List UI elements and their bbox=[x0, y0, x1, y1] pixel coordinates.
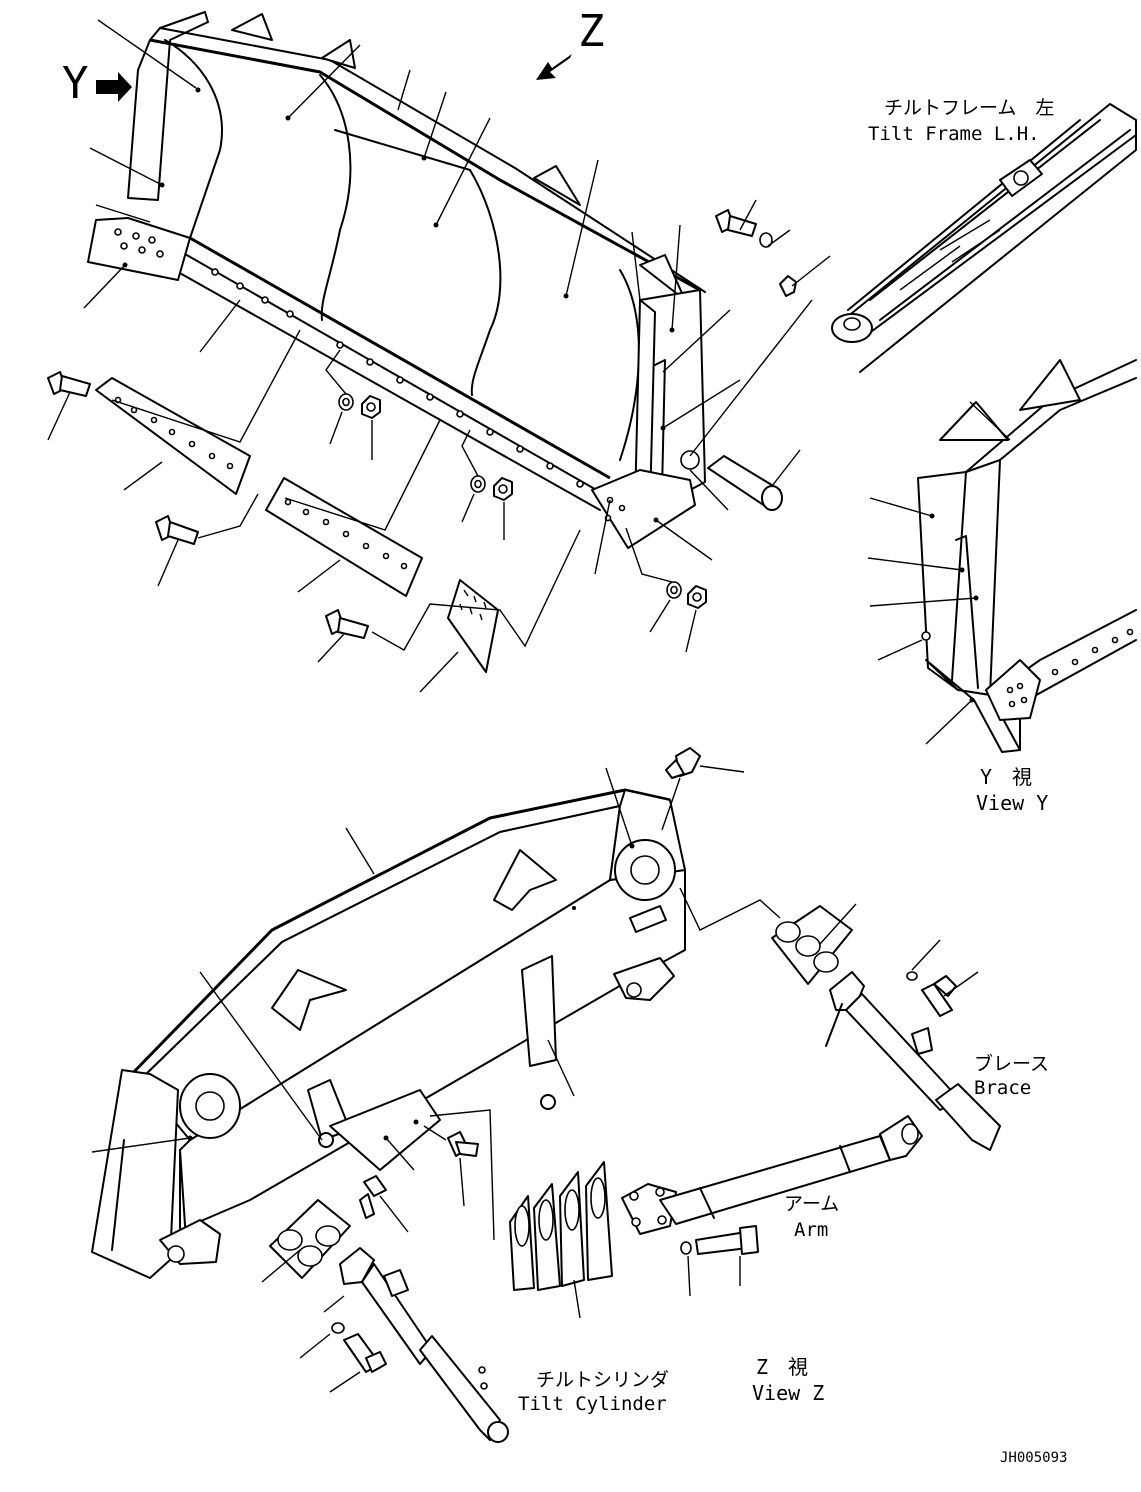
fasteners-top bbox=[47, 199, 831, 663]
arm-part bbox=[621, 1115, 923, 1297]
view-y-en-label: View Y bbox=[976, 791, 1048, 815]
view-z-en-label: View Z bbox=[752, 1381, 824, 1405]
shims-brace bbox=[679, 887, 857, 985]
bolt-washer-set-right bbox=[715, 199, 831, 297]
brace-part bbox=[825, 939, 1001, 1151]
arm-jp-label: アーム bbox=[784, 1193, 839, 1215]
arrow-right-icon bbox=[96, 72, 132, 102]
view-y-detail bbox=[867, 359, 1137, 753]
shims-tilt-cylinder bbox=[261, 1199, 351, 1283]
view-z-label: Z 視 View Z bbox=[752, 1355, 824, 1405]
brace-label: ブレース Brace bbox=[974, 1052, 1049, 1099]
z-marker-text: Z bbox=[578, 6, 605, 57]
pin bbox=[689, 299, 813, 511]
tilt-cylinder-part bbox=[299, 1247, 509, 1443]
tilt-cylinder-en-label: Tilt Cylinder bbox=[518, 1393, 667, 1415]
washer-nut-1 bbox=[325, 349, 381, 460]
view-z-jp-label: Z 視 bbox=[756, 1355, 808, 1379]
view-y-label: Y 視 View Y bbox=[976, 765, 1048, 815]
end-bit-right bbox=[371, 529, 581, 693]
drawing-id: JH005093 bbox=[1000, 1450, 1067, 1466]
view-y-marker: Y bbox=[62, 58, 132, 109]
tilt-frame-en-label: Tilt Frame L.H. bbox=[868, 123, 1040, 145]
cutting-edge-left bbox=[95, 329, 301, 495]
shims-arm bbox=[429, 1109, 613, 1319]
brace-en-label: Brace bbox=[974, 1077, 1031, 1099]
arm-label: アーム Arm bbox=[784, 1193, 839, 1241]
brace-jp-label: ブレース bbox=[974, 1052, 1049, 1075]
blade-assembly bbox=[83, 11, 741, 575]
view-z-marker: Z bbox=[536, 6, 605, 80]
tilt-frame-lh bbox=[831, 103, 1137, 373]
grease-fittings bbox=[359, 747, 745, 1233]
y-marker-text: Y bbox=[62, 58, 89, 109]
tilt-cylinder-label: チルトシリンダ Tilt Cylinder bbox=[518, 1369, 669, 1415]
arrow-down-left-icon bbox=[536, 54, 572, 80]
washer-nut-2 bbox=[461, 429, 513, 540]
plow-bolt-2 bbox=[155, 493, 259, 587]
cutting-edge-center bbox=[265, 419, 441, 597]
tilt-frame-jp-label: チルトフレーム 左 bbox=[884, 97, 1054, 119]
beam-bolt-holes bbox=[211, 268, 584, 488]
washer-nut-3 bbox=[625, 527, 707, 653]
view-y-jp-label: Y 視 bbox=[980, 765, 1032, 789]
plow-bolt-3 bbox=[317, 609, 369, 663]
tilt-frame-label: チルトフレーム 左 Tilt Frame L.H. bbox=[868, 97, 1054, 145]
arm-en-label: Arm bbox=[794, 1219, 828, 1241]
tilt-cylinder-jp-label: チルトシリンダ bbox=[536, 1369, 669, 1391]
blade-rear-frame bbox=[91, 767, 686, 1279]
plow-bolt-1 bbox=[47, 371, 91, 441]
